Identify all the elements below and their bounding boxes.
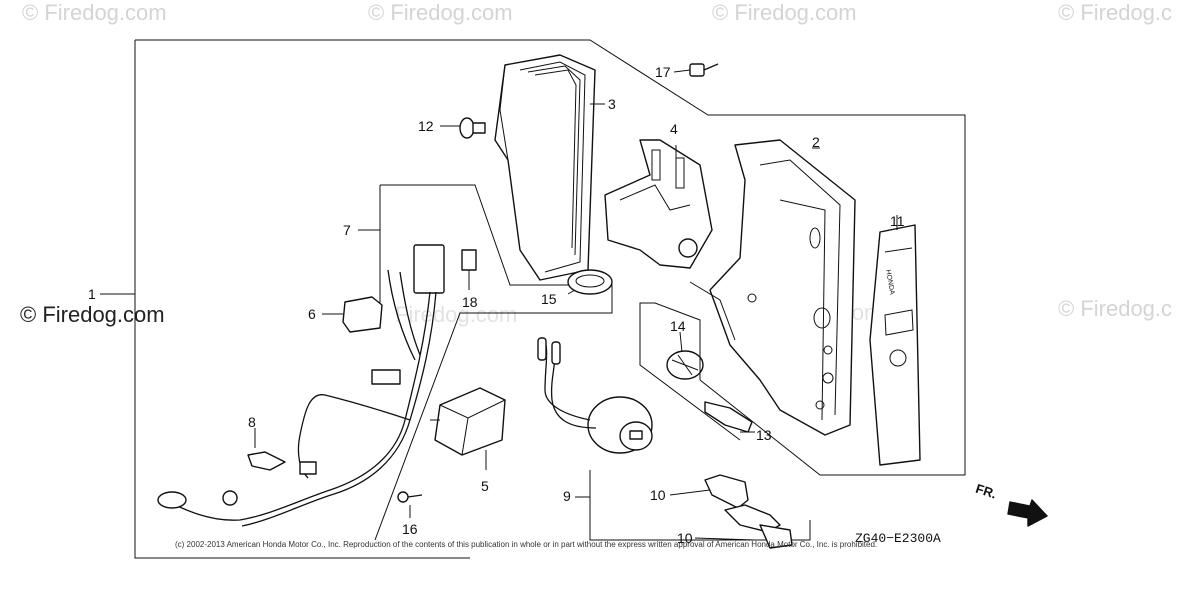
- callout-15: 15: [541, 291, 557, 307]
- control-box-cover: [494, 54, 605, 281]
- callout-2: 2: [812, 134, 820, 150]
- bolt-part-17: [673, 63, 719, 77]
- relay-part-5: [430, 387, 506, 470]
- callout-7: 7: [343, 222, 351, 238]
- callout-18: 18: [462, 294, 478, 310]
- front-indicator: FR.: [974, 481, 999, 502]
- callout-10a: 10: [650, 487, 666, 503]
- watermark-mid-left: © Firedog.com: [20, 302, 165, 327]
- switch-frame: [575, 470, 811, 541]
- callout-3: 3: [608, 96, 616, 112]
- callout-14: 14: [670, 318, 686, 334]
- watermark-top-4: © Firedog.c: [1058, 0, 1173, 25]
- front-arrow-icon: FR.: [974, 481, 1048, 527]
- callout-1: 1: [88, 286, 96, 302]
- callout-4: 4: [670, 121, 678, 137]
- callout-9: 9: [563, 488, 571, 504]
- callout-11: 11: [890, 213, 905, 229]
- assembly-frame: [100, 39, 966, 559]
- callout-12: 12: [418, 118, 434, 134]
- clamp-part-8: [247, 428, 286, 471]
- callout-8: 8: [248, 414, 256, 430]
- fuse-part-18: [461, 249, 477, 290]
- grommet-part-12: [440, 117, 486, 139]
- ignition-switch-part-9: [537, 337, 653, 454]
- lever-part-13: [704, 401, 755, 433]
- watermark-top-2: © Firedog.com: [368, 0, 513, 25]
- screw-part-16: [397, 491, 423, 518]
- drawing-code: ZG40−E2300A: [855, 531, 941, 546]
- rubber-ring-part-15: [567, 269, 613, 295]
- cap-part-14: [666, 331, 704, 380]
- cap-frame: [639, 302, 741, 441]
- connector-part-6: [322, 296, 383, 333]
- callout-13: 13: [756, 427, 772, 443]
- callout-10b: 10: [677, 530, 693, 546]
- watermark-top-3: © Firedog.com: [712, 0, 857, 25]
- watermark-top-1: © Firedog.com: [22, 0, 167, 25]
- label-part-11: HONDA: [869, 215, 921, 466]
- keys-part-10: [669, 474, 793, 549]
- callout-16: 16: [402, 521, 418, 537]
- control-panel-part-2: [689, 139, 856, 436]
- bracket-part-4: [604, 139, 713, 269]
- callout-6: 6: [308, 306, 316, 322]
- copyright-notice: (c) 2002-2013 American Honda Motor Co., …: [175, 540, 878, 549]
- honda-label-text: HONDA: [884, 269, 895, 295]
- watermark-mid-right: © Firedog.c: [1058, 296, 1173, 321]
- callout-5: 5: [481, 478, 489, 494]
- callout-17: 17: [655, 64, 671, 80]
- wire-harness-part-7: [157, 244, 445, 527]
